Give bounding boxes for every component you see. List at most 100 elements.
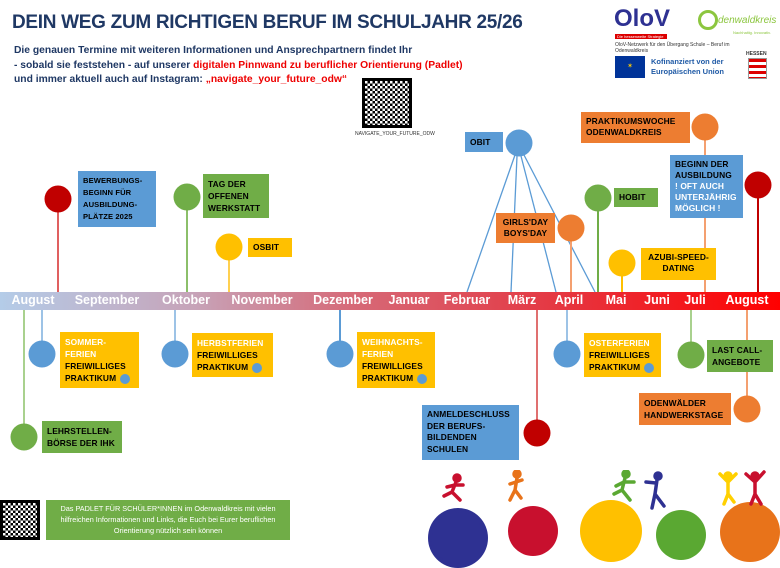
padlet-info-box: Das PADLET FÜR SCHÜLER*INNEN im Odenwald…	[46, 500, 290, 540]
event-girls-boys-day: GIRLS'DAY BOYS'DAY	[496, 213, 555, 243]
timeline-bar	[0, 292, 780, 310]
running-figure-icon	[508, 470, 524, 502]
event-dot-blue	[326, 340, 354, 368]
connector-line	[41, 310, 43, 354]
connector-line	[57, 199, 59, 292]
connector-line	[690, 310, 692, 355]
cheering-figure-icon	[718, 471, 738, 506]
month-label: Juli	[684, 293, 706, 307]
event-dot-red	[523, 419, 551, 447]
month-label: April	[554, 293, 584, 307]
olov-logo: OloV	[614, 7, 670, 33]
event-dot-yellow	[608, 249, 636, 277]
month-label: Dezember	[313, 293, 373, 307]
event-dot-orange	[733, 395, 761, 423]
gear-icon	[656, 510, 706, 560]
gears-illustration	[400, 470, 780, 568]
event-dot-red	[44, 185, 72, 213]
month-label: Mai	[605, 293, 627, 307]
intro-line-2: - sobald sie feststehen - auf unserer di…	[14, 59, 463, 74]
event-bewerbungsbeginn: BEWERBUNGS-BEGINN FÜR AUSBILDUNG-PLÄTZE …	[78, 171, 156, 227]
holiday-title: HERBSTFERIEN	[197, 338, 264, 348]
month-label: Oktober	[162, 293, 210, 307]
event-handwerkstage: ODENWÄLDER HANDWERKSTAGE	[639, 393, 731, 425]
olov-logo-text: OloV	[614, 5, 671, 32]
month-label: November	[231, 293, 293, 307]
event-praktikumswoche: PRAKTIKUMSWOCHE ODENWALDKREIS	[581, 112, 690, 143]
odenwaldkreis-tagline: Nachhaltig. Innovativ.	[733, 30, 771, 35]
event-dot-green	[677, 341, 705, 369]
connector-line	[23, 310, 25, 437]
eu-cofunded-text: Kofinanziert von der Europäischen Union	[651, 57, 724, 76]
event-obit: OBIT	[465, 132, 503, 152]
event-hobit: HOBIT	[614, 188, 658, 207]
connector-line	[339, 310, 341, 354]
event-dot-red	[744, 171, 772, 199]
beginn-note: ! OFT AUCH UNTERJÄHRIG MÖGLICH !	[675, 181, 737, 213]
olov-tagline: Die hessenweite Strategie	[615, 34, 667, 39]
instagram-qr-code[interactable]	[362, 78, 412, 128]
padlet-link[interactable]: digitalen Pinnwand zu beruflicher Orient…	[193, 59, 463, 71]
connector-line	[597, 198, 599, 292]
page-title: DEIN WEG ZUM RICHTIGEN BERUF IM SCHULJAH…	[12, 12, 523, 33]
event-dot-blue	[553, 340, 581, 368]
intro-line-1: Die genauen Termine mit weiteren Informa…	[14, 45, 413, 56]
qr-caption: NAVIGATE_YOUR_FUTURE_ODW	[355, 131, 435, 137]
smiley-icon	[252, 362, 263, 373]
connector-line	[621, 263, 623, 292]
event-dot-orange	[557, 214, 585, 242]
odenwaldkreis-logo-icon	[698, 10, 718, 30]
holiday-title: OSTERFERIEN	[589, 338, 650, 348]
figures-icons	[442, 470, 766, 510]
month-label: März	[507, 293, 537, 307]
event-dot-orange	[691, 113, 719, 141]
praktikum-label: FREIWILLIGES PRAKTIKUM	[65, 361, 126, 383]
event-tag-der-offenen-werkstatt: TAG DER OFFENEN WERKSTATT	[203, 174, 269, 218]
connector-line	[757, 185, 759, 292]
running-figure-icon	[442, 473, 465, 502]
month-label: Januar	[388, 293, 430, 307]
gear-icon	[428, 508, 488, 568]
month-label: September	[74, 293, 140, 307]
connector-line	[228, 247, 230, 292]
intro-text-part: - sobald sie feststehen - auf unserer	[14, 59, 194, 71]
instagram-link[interactable]: „navigate_your_future_odw“	[205, 74, 348, 85]
intro-line-3: und immer aktuell auch auf Instagram: „n…	[14, 73, 463, 88]
connector-line	[566, 310, 568, 354]
padlet-qr-code[interactable]	[0, 500, 40, 540]
event-dot-yellow	[215, 233, 243, 261]
connector-line	[570, 228, 572, 292]
event-beginn-ausbildung: BEGINN DER AUSBILDUNG ! OFT AUCH UNTERJÄ…	[670, 155, 743, 218]
cheering-figure-icon	[744, 470, 766, 506]
running-figure-icon	[612, 470, 636, 502]
olov-network-note: OloV-Netzwerk für den Übergang Schule – …	[615, 42, 730, 54]
month-label: Juni	[644, 293, 670, 307]
intro-text-part: und immer aktuell auch auf Instagram:	[14, 74, 206, 85]
beginn-title: BEGINN DER AUSBILDUNG	[675, 159, 732, 180]
connector-line	[186, 197, 188, 292]
connector-line	[536, 310, 538, 433]
event-lehrstellenboerse: LEHRSTELLEN-BÖRSE DER IHK	[42, 421, 122, 453]
event-dot-blue	[505, 129, 533, 157]
intro-text: Die genauen Termine mit weiteren Informa…	[14, 44, 463, 88]
event-dot-blue	[161, 340, 189, 368]
smiley-icon	[417, 373, 428, 384]
holiday-title: WEIHNACHTS-FERIEN	[362, 337, 423, 359]
event-herbstferien: HERBSTFERIEN FREIWILLIGES PRAKTIKUM	[192, 333, 273, 377]
walking-figure-icon	[644, 471, 666, 510]
holiday-title: SOMMER-FERIEN	[65, 337, 107, 359]
eu-flag-icon: ✶	[615, 56, 645, 78]
hessen-label: HESSEN	[746, 51, 767, 57]
odenwaldkreis-logo: denwaldkreis	[718, 15, 777, 26]
event-last-call: LAST CALL-ANGEBOTE	[707, 340, 773, 372]
event-dot-blue	[28, 340, 56, 368]
month-label: Februar	[443, 293, 491, 307]
event-anmeldeschluss: ANMELDESCHLUSS DER BERUFS-BILDENDEN SCHU…	[422, 405, 519, 460]
event-osbit: OSBIT	[248, 238, 292, 257]
month-label: August	[725, 293, 769, 307]
praktikum-label: FREIWILLIGES PRAKTIKUM	[197, 350, 258, 372]
smiley-icon	[120, 373, 131, 384]
event-dot-green	[173, 183, 201, 211]
